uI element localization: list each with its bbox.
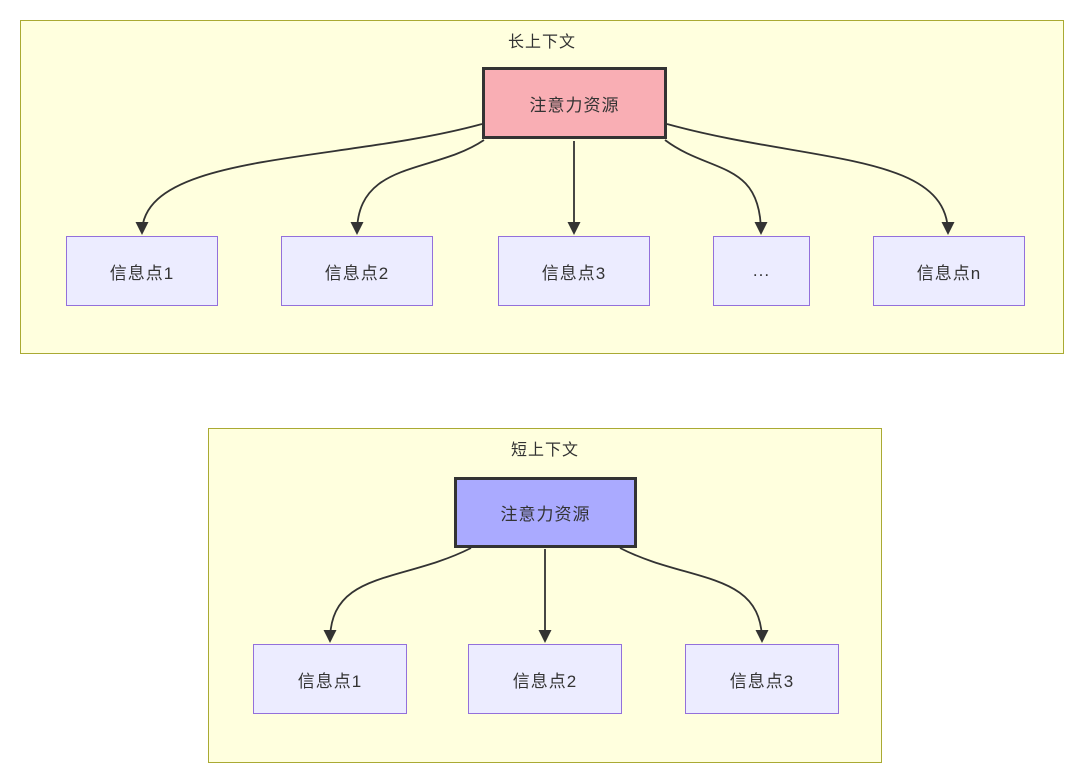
short-attention-node: 注意力资源 (454, 477, 637, 548)
long-info-node-3: 信息点3 (498, 236, 650, 306)
long-context-title: 长上下文 (507, 34, 576, 51)
long-attention-node: 注意力资源 (482, 67, 667, 139)
long-info-node-ellipsis: ... (713, 236, 810, 306)
long-info-node-2: 信息点2 (281, 236, 433, 306)
long-info-node-n: 信息点n (873, 236, 1025, 306)
short-info-node-3: 信息点3 (685, 644, 839, 714)
short-context-title: 短上下文 (510, 442, 579, 459)
long-info-node-1: 信息点1 (66, 236, 218, 306)
short-info-node-1: 信息点1 (253, 644, 407, 714)
short-info-node-2: 信息点2 (468, 644, 622, 714)
